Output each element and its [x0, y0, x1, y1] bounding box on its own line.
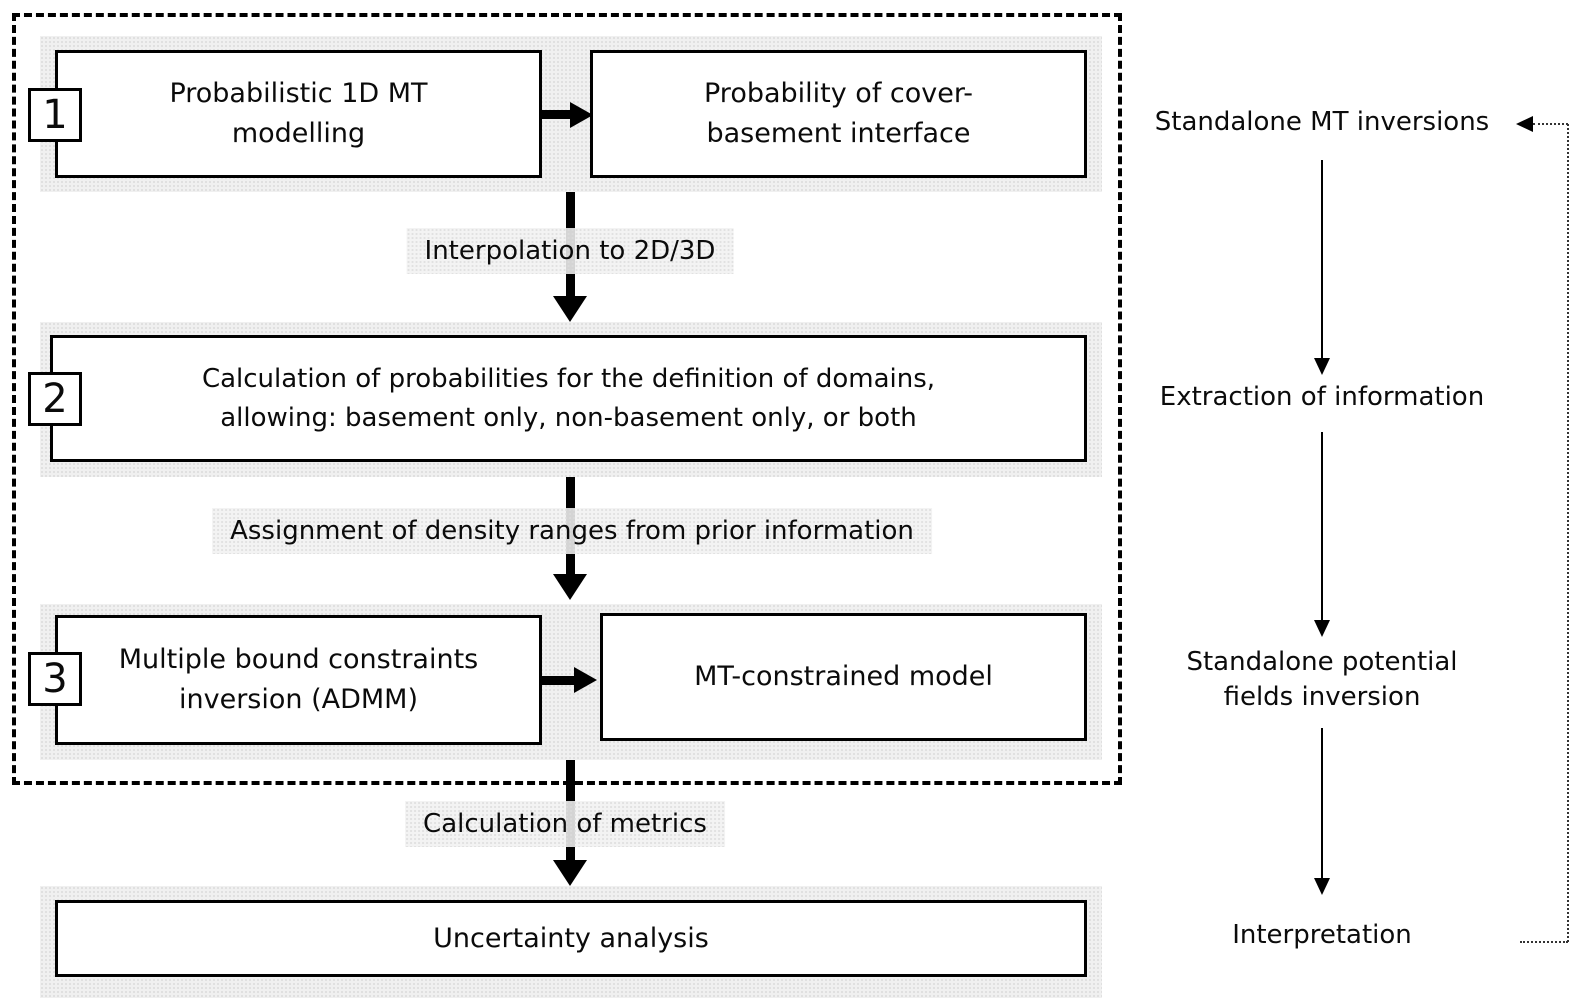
arrow-right-step3-icon — [542, 676, 576, 685]
boxua-line1: Uncertainty analysis — [433, 922, 709, 954]
box2-line1: Calculation of probabilities for the def… — [201, 363, 936, 394]
box-mt-constrained-model: MT-constrained model — [600, 613, 1087, 741]
side-item-extraction-of-information: Extraction of information — [1159, 382, 1485, 412]
box-probability-cover-basement-interface: Probability of cover- basement interface — [590, 50, 1087, 178]
boxmt-line1: MT-constrained model — [694, 661, 993, 692]
side-item-interpretation: Interpretation — [1232, 920, 1412, 950]
step-badge-3: 3 — [28, 652, 82, 706]
arrow-down-1-head-icon — [553, 296, 587, 322]
side-arrow-3-head-icon — [1314, 878, 1330, 895]
side-item3-line1: Standalone potential — [1186, 647, 1458, 677]
connector-label-interpolation: Interpolation to 2D/3D — [406, 228, 734, 274]
feedback-dotted-line-vertical — [1567, 124, 1569, 942]
side-arrow-3-icon — [1321, 728, 1323, 878]
boxpci-line1: Probability of cover- — [704, 78, 973, 109]
box1-line1: Probabilistic 1D MT — [169, 78, 428, 109]
step-badge-2: 2 — [28, 372, 82, 426]
side-arrow-2-icon — [1321, 432, 1323, 620]
feedback-arrow-left-head-icon — [1516, 116, 1533, 132]
feedback-dotted-line-bottom — [1520, 941, 1568, 943]
connector-label-metrics: Calculation of metrics — [405, 801, 725, 847]
box-calculation-of-probabilities: Calculation of probabilities for the def… — [50, 335, 1087, 462]
side-arrow-1-head-icon — [1314, 358, 1330, 375]
side-arrow-1-icon — [1321, 160, 1323, 358]
side-item-standalone-mt-inversions: Standalone MT inversions — [1154, 107, 1490, 137]
side-arrow-2-head-icon — [1314, 620, 1330, 637]
connector-label-density-ranges: Assignment of density ranges from prior … — [212, 508, 932, 554]
box-uncertainty-analysis: Uncertainty analysis — [55, 900, 1087, 977]
boxpci-line2: basement interface — [706, 118, 971, 149]
box3-line2: inversion (ADMM) — [178, 684, 418, 715]
side-item3-line2: fields inversion — [1223, 682, 1421, 712]
box3-line1: Multiple bound constraints — [118, 644, 479, 675]
feedback-dotted-line-top — [1533, 123, 1568, 125]
arrow-right-step3-head-icon — [574, 667, 597, 693]
box2-line2: allowing: basement only, non-basement on… — [220, 402, 917, 433]
step-badge-1: 1 — [28, 88, 82, 142]
box-multiple-bound-constraints-inversion: Multiple bound constraints inversion (AD… — [55, 615, 542, 745]
box-probabilistic-1d-mt-modelling: Probabilistic 1D MT modelling — [55, 50, 542, 178]
arrow-right-step1-head-icon — [570, 102, 593, 128]
arrow-down-3-head-icon — [553, 860, 587, 886]
arrow-down-2-head-icon — [553, 574, 587, 600]
box1-line2: modelling — [231, 118, 366, 149]
arrow-right-step1-icon — [542, 110, 572, 119]
side-item-standalone-potential-fields-inversion: Standalone potential fields inversion — [1122, 645, 1522, 715]
